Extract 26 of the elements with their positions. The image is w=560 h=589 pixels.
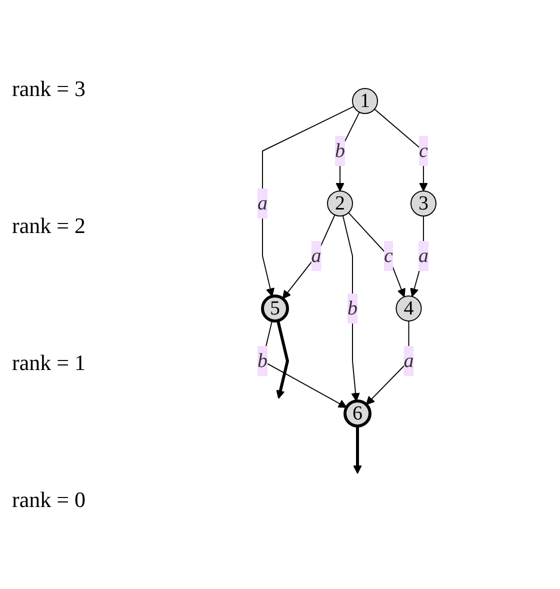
node-circle: 5 [260, 294, 289, 322]
arrow [374, 108, 428, 192]
arrow [282, 214, 335, 299]
arrow [276, 320, 289, 399]
node-circle: 4 [395, 295, 422, 322]
rank-label: rank = 2 [11, 212, 86, 239]
edge-label: a [310, 244, 321, 267]
rank-label: rank = 3 [11, 76, 86, 102]
arrow [352, 426, 362, 474]
arrow [262, 106, 354, 296]
edge-label: b [347, 297, 358, 320]
edge-label: c [418, 140, 428, 162]
edge-label: b [257, 350, 268, 372]
arrow [348, 212, 405, 297]
rank-label: rank = 0 [11, 487, 86, 514]
rank-label: rank = 1 [11, 350, 86, 376]
node-circle: 3 [410, 190, 436, 216]
node-circle: 2 [326, 190, 353, 216]
edge-label: c [384, 244, 392, 267]
edge-label: a [403, 350, 414, 372]
edge-label: a [257, 192, 268, 214]
edge-label: b [334, 140, 345, 162]
edge-label: a [418, 244, 428, 267]
node-circle: 6 [343, 399, 372, 428]
node-circle: 1 [352, 88, 378, 114]
arrow [342, 214, 360, 402]
